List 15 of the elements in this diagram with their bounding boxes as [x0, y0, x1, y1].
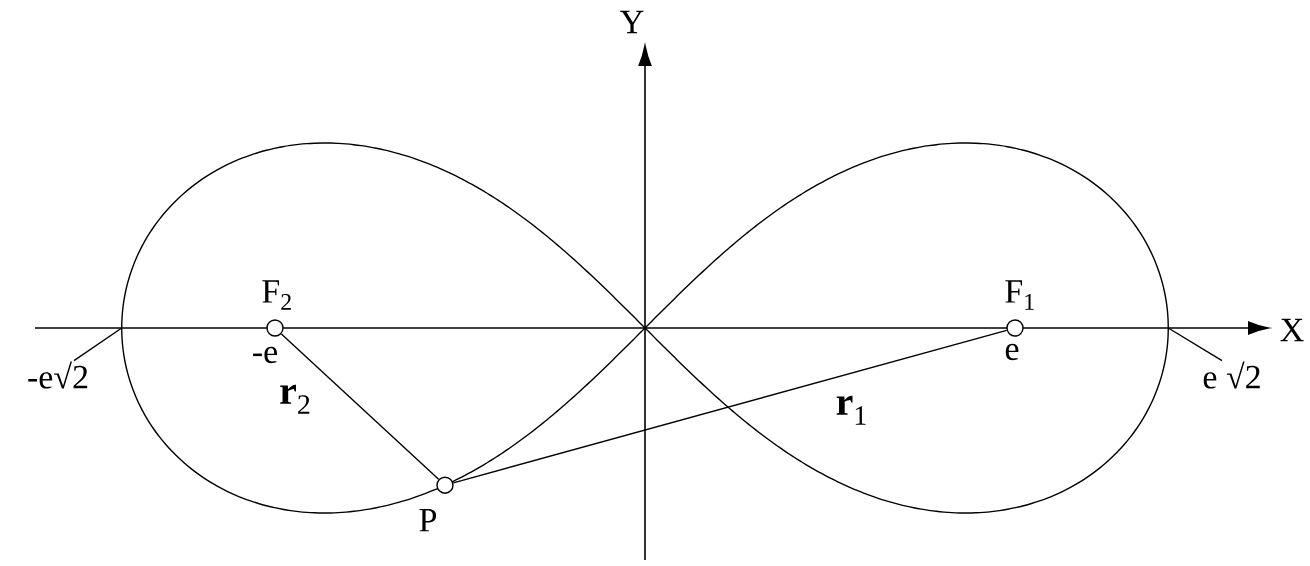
point-label: F$_{2}$ [262, 280, 291, 310]
edge-label: r$_{2}$ [280, 384, 310, 414]
segment-line [280, 333, 440, 480]
axis-label: Y [620, 10, 644, 34]
segment-line [452, 329, 1008, 484]
value-label: -e√2 [28, 361, 88, 389]
point-label: e [1005, 343, 1019, 361]
point-label: F$_{1}$ [1005, 280, 1034, 310]
point-label: -e [253, 346, 278, 364]
value-label: e √2 [1203, 361, 1260, 389]
leader-line [1167, 327, 1223, 362]
leader-line [73, 327, 123, 362]
edge-label: r$_{1}$ [836, 395, 866, 425]
point-label: P [419, 509, 437, 532]
axis-label: X [1280, 318, 1304, 342]
